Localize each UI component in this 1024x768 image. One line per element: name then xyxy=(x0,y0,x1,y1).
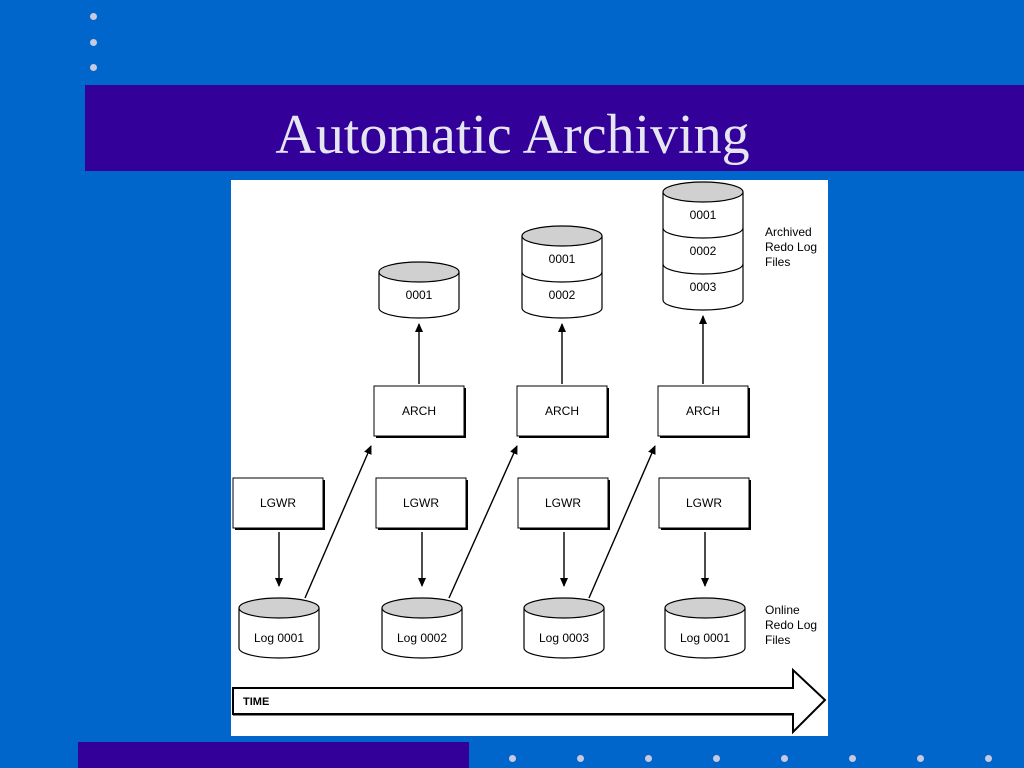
archive-stack-3-label: 0001 xyxy=(690,208,717,222)
decor-dot xyxy=(917,755,924,762)
arch-box-label: ARCH xyxy=(545,404,579,418)
footer-band xyxy=(78,742,469,768)
decor-dot xyxy=(713,755,720,762)
online-log-cylinder: Log 0001 xyxy=(664,597,746,659)
decor-dot xyxy=(90,39,97,46)
slide-title: Automatic Archiving xyxy=(275,104,750,166)
lgwr-box-label: LGWR xyxy=(545,496,581,510)
decor-dot xyxy=(849,755,856,762)
decor-dot xyxy=(781,755,788,762)
archived-label-line-2: Redo Log xyxy=(765,240,817,254)
lgwr-box: LGWR xyxy=(375,477,468,530)
online-log-label: Log 0002 xyxy=(397,631,447,645)
archived-label-line-1: Archived xyxy=(765,225,812,239)
decor-dot xyxy=(577,755,584,762)
archive-stack-2: 0001 0002 xyxy=(521,225,603,319)
archive-stack-1-label: 0001 xyxy=(406,288,433,302)
log-to-arch-arrow xyxy=(304,445,372,599)
archived-label-line-3: Files xyxy=(765,255,790,269)
archive-stack-3-label: 0002 xyxy=(690,244,717,258)
arch-box: ARCH xyxy=(373,385,466,438)
diagram-canvas: LGWR Log 0001 LGWR Log 0002 LGWR Log 0003 LGWR… xyxy=(232,181,827,735)
archive-stack-2-label: 0002 xyxy=(549,288,576,302)
time-arrow xyxy=(232,667,827,735)
time-label: TIME xyxy=(243,696,269,708)
log-to-arch-arrow xyxy=(448,445,518,599)
lgwr-box: LGWR xyxy=(658,477,751,530)
lgwr-box: LGWR xyxy=(517,477,610,530)
arch-box: ARCH xyxy=(657,385,750,438)
arch-box-label: ARCH xyxy=(402,404,436,418)
decor-dot xyxy=(645,755,652,762)
online-log-label: Log 0003 xyxy=(539,631,589,645)
online-label-line-1: Online xyxy=(765,603,800,617)
arch-box-label: ARCH xyxy=(686,404,720,418)
online-log-cylinder: Log 0001 xyxy=(238,597,320,659)
lgwr-box-label: LGWR xyxy=(260,496,296,510)
archive-stack-2-label: 0001 xyxy=(549,252,576,266)
lgwr-box-label: LGWR xyxy=(403,496,439,510)
lgwr-box-label: LGWR xyxy=(686,496,722,510)
online-log-label: Log 0001 xyxy=(680,631,730,645)
online-log-cylinder: Log 0002 xyxy=(381,597,463,659)
online-log-cylinder: Log 0003 xyxy=(523,597,605,659)
lgwr-box: LGWR xyxy=(232,477,325,530)
title-band xyxy=(85,85,1024,171)
decor-dot xyxy=(90,13,97,20)
arch-box: ARCH xyxy=(516,385,609,438)
archive-stack-1: 0001 xyxy=(378,261,460,319)
decor-dot xyxy=(509,755,516,762)
archive-stack-3: 0001 0002 0003 xyxy=(662,181,744,311)
log-to-arch-arrow xyxy=(588,445,656,599)
archiving-diagram: LGWR Log 0001 LGWR Log 0002 LGWR Log 0003 LGWR… xyxy=(231,180,828,736)
online-label-line-3: Files xyxy=(765,633,790,647)
archive-stack-3-label: 0003 xyxy=(690,280,717,294)
online-label-line-2: Redo Log xyxy=(765,618,817,632)
decor-dot xyxy=(90,64,97,71)
decor-dot xyxy=(985,755,992,762)
online-log-label: Log 0001 xyxy=(254,631,304,645)
